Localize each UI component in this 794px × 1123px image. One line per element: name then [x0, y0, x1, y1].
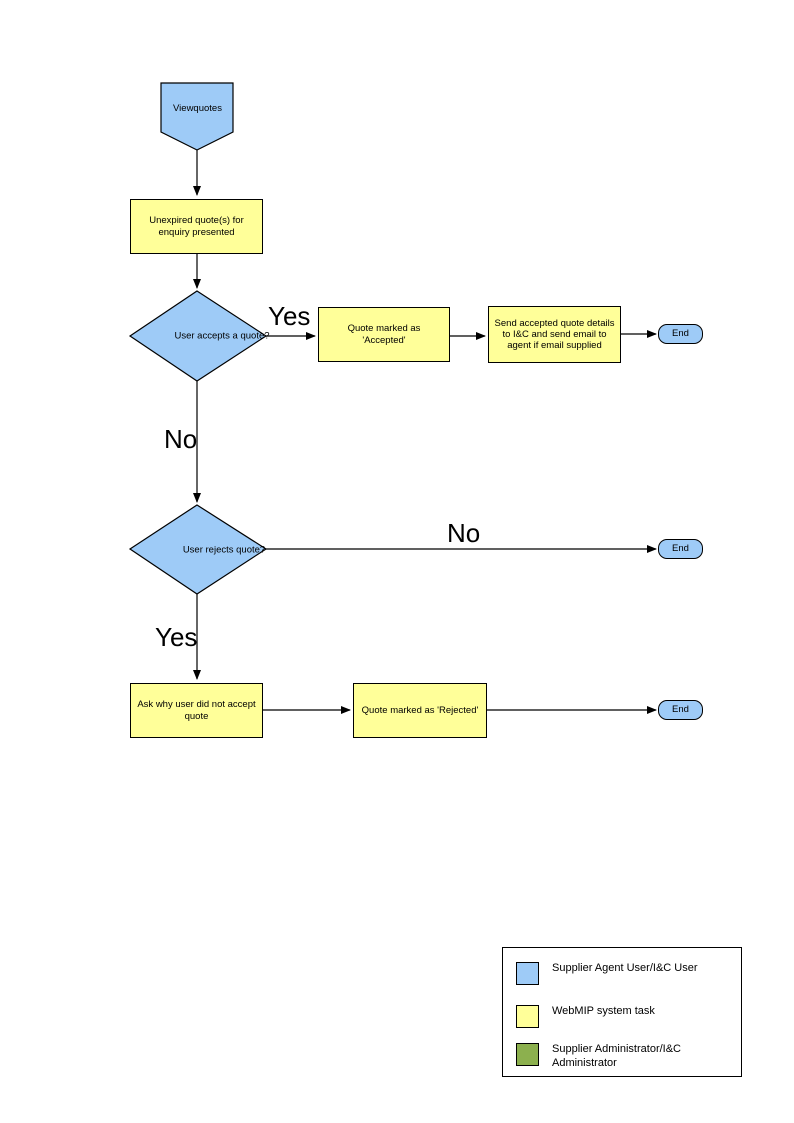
node-end-rejected[interactable]: End [658, 700, 703, 720]
legend-swatch-blue [516, 962, 539, 985]
node-end-accepted[interactable]: End [658, 324, 703, 344]
legend-item-supplier-agent-user: Supplier Agent User/I&C User [516, 962, 698, 985]
node-decision-user-accepts[interactable]: User accepts a quote? [130, 291, 269, 381]
node-ask-why-user-did-not-accept[interactable]: Ask why user did not accept quote [130, 683, 263, 738]
legend-swatch-green [516, 1043, 539, 1066]
edge-label-rejects-yes: Yes [155, 622, 198, 652]
node-start-viewquotes[interactable]: Viewquotes [161, 83, 234, 150]
quote-marked-rejected-label: Quote marked as 'Rejected' [361, 704, 479, 716]
node-quote-marked-rejected[interactable]: Quote marked as 'Rejected' [353, 683, 487, 738]
node-quote-marked-accepted[interactable]: Quote marked as 'Accepted' [318, 307, 450, 362]
end-no-reject-label: End [672, 543, 689, 555]
legend-item-supplier-administrator: Supplier Administrator/I&C Administrator [516, 1043, 741, 1071]
edge-label-accepts-no: No [164, 424, 198, 454]
unexpired-quotes-label: Unexpired quote(s) for enquiry presented [149, 215, 244, 238]
legend-swatch-yellow [516, 1005, 539, 1028]
node-decision-user-rejects[interactable]: User rejects quote? [130, 505, 266, 594]
send-accepted-quote-details-label: Send accepted quote details to I&C and s… [494, 317, 615, 352]
end-accepted-label: End [672, 328, 689, 340]
end-rejected-label: End [672, 704, 689, 716]
quote-marked-accepted-label: Quote marked as 'Accepted' [347, 323, 421, 346]
node-send-accepted-quote-details[interactable]: Send accepted quote details to I&C and s… [488, 306, 621, 363]
edge-label-accepts-yes: Yes [268, 301, 311, 331]
edge-label-rejects-no: No [447, 518, 481, 548]
node-unexpired-quotes[interactable]: Unexpired quote(s) for enquiry presented [130, 199, 263, 254]
decision-user-rejects-label: User rejects quote? [182, 543, 266, 555]
start-pentagon-shape [160, 82, 234, 151]
legend-item-webmip-system-task: WebMIP system task [516, 1005, 655, 1028]
node-end-no-reject[interactable]: End [658, 539, 703, 559]
start-label: Viewquotes [173, 103, 222, 114]
legend: Supplier Agent User/I&C User WebMIP syst… [502, 947, 742, 1077]
decision-user-accepts-label: User accepts a quote? [174, 330, 270, 342]
legend-label-supplier-agent-user: Supplier Agent User/I&C User [552, 962, 698, 974]
ask-why-label: Ask why user did not accept quote [137, 699, 256, 722]
legend-label-supplier-administrator: Supplier Administrator/I&C Administrator [552, 1043, 681, 1069]
legend-label-webmip-system-task: WebMIP system task [552, 1005, 655, 1017]
